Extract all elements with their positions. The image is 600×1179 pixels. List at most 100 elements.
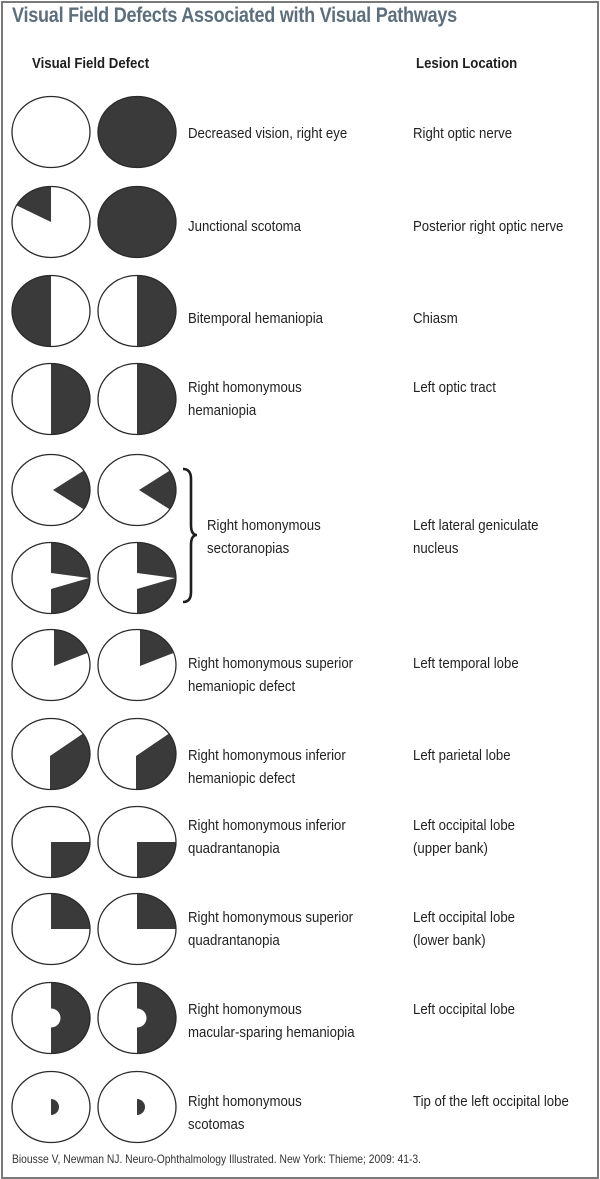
defect-right-hemifield <box>51 982 90 1054</box>
right-eye-field <box>97 628 177 702</box>
defect-right-hemifield <box>137 363 176 435</box>
defect-inferior-quadrant <box>51 842 90 878</box>
field-row-3 <box>11 274 177 348</box>
visual-field-outline <box>11 362 91 436</box>
field-row-6 <box>11 628 177 702</box>
defect-junctional-wedge <box>16 186 51 222</box>
left-eye-field <box>11 453 91 527</box>
right-eye-field <box>97 892 177 966</box>
left-eye-field <box>11 805 91 879</box>
visual-field-outline <box>97 717 177 791</box>
figure-title: Visual Field Defects Associated with Vis… <box>12 4 457 27</box>
defect-label-2: Junctional scotoma <box>188 218 301 235</box>
left-eye-field <box>11 185 91 259</box>
citation: Biousse V, Newman NJ. Neuro-Ophthalmolog… <box>12 1152 421 1166</box>
left-eye-field <box>11 981 91 1055</box>
defect-superior-quadrant <box>51 893 90 929</box>
visual-field-background <box>12 96 90 168</box>
visual-field-outline <box>11 274 91 348</box>
defect-superior-wedge <box>140 629 174 666</box>
left-eye-field <box>11 892 91 966</box>
defect-label-1: Decreased vision, right eye <box>188 125 348 142</box>
visual-field-outline <box>11 541 91 615</box>
lesion-label-6: Left temporal lobe <box>413 655 519 672</box>
right-eye-field <box>97 362 177 436</box>
visual-field-outline <box>97 981 177 1055</box>
defect-right-hemifield <box>51 363 90 435</box>
lesion-label-8: Left occipital lobe(upper bank) <box>413 817 515 857</box>
visual-field-outline <box>11 717 91 791</box>
visual-field-outline <box>11 185 91 259</box>
visual-field-outline <box>97 362 177 436</box>
lesion-label-4: Left optic tract <box>413 379 496 396</box>
defect-horizontal-sector <box>53 470 90 510</box>
left-eye-field <box>11 717 91 791</box>
defect-inferior-wedge <box>50 733 91 790</box>
defect-full-field <box>98 96 176 168</box>
field-row-2 <box>11 185 177 259</box>
defect-right-hemifield <box>137 275 176 347</box>
left-eye-field <box>11 1070 91 1144</box>
lesion-label-7: Left parietal lobe <box>413 747 511 764</box>
defect-right-hemifield <box>137 982 176 1054</box>
visual-field-outline <box>97 274 177 348</box>
grouping-brace <box>182 467 198 604</box>
field-row-10 <box>11 981 177 1055</box>
lesion-label-1: Right optic nerve <box>413 125 513 142</box>
left-eye-field <box>11 95 91 169</box>
defect-inferior-wedge <box>136 733 177 790</box>
visual-field-outline <box>97 185 177 259</box>
right-eye-field <box>97 274 177 348</box>
visual-field-background <box>12 454 90 526</box>
left-eye-field <box>11 362 91 436</box>
field-row-5 <box>11 453 198 615</box>
header-lesion-location: Lesion Location <box>416 55 518 72</box>
visual-field-outline <box>97 453 177 527</box>
right-eye-field <box>97 717 177 791</box>
spared-macula <box>41 1008 61 1028</box>
lesion-label-10: Left occipital lobe <box>413 1001 515 1018</box>
defect-central-scotoma <box>51 1099 59 1115</box>
lesion-label-3: Chiasm <box>413 310 458 327</box>
visual-field-outline <box>11 805 91 879</box>
visual-field-outline <box>11 892 91 966</box>
defect-left-hemifield <box>12 275 51 347</box>
right-eye-field <box>97 95 177 169</box>
field-row-4 <box>11 362 177 436</box>
field-row-11 <box>11 1070 177 1144</box>
defect-inferior-quadrant <box>137 842 176 878</box>
field-row-8 <box>11 805 177 879</box>
field-row-9 <box>11 892 177 966</box>
lesion-label-2: Posterior right optic nerve <box>413 218 564 235</box>
visual-field-outline <box>11 628 91 702</box>
visual-field-outline <box>11 1070 91 1144</box>
lesion-label-11: Tip of the left occipital lobe <box>413 1093 569 1110</box>
right-eye-field <box>97 981 177 1055</box>
visual-field-outline <box>97 805 177 879</box>
visual-field-outline <box>97 95 177 169</box>
defect-full-field <box>98 186 176 258</box>
field-row-1 <box>11 95 177 169</box>
right-eye-field <box>97 453 177 527</box>
lesion-label-9: Left occipital lobe(lower bank) <box>413 909 515 949</box>
defect-superior-quadrant <box>137 893 176 929</box>
visual-field-outline <box>97 541 177 615</box>
visual-field-outline <box>11 981 91 1055</box>
defect-label-3: Bitemporal hemaniopia <box>188 310 324 327</box>
right-eye-field <box>97 1070 177 1144</box>
defect-central-scotoma <box>137 1099 145 1115</box>
header-visual-field-defect: Visual Field Defect <box>32 55 150 72</box>
visual-field-background <box>98 454 176 526</box>
visual-field-outline <box>11 453 91 527</box>
spared-sector <box>51 573 89 589</box>
defect-horizontal-sector <box>139 470 176 510</box>
